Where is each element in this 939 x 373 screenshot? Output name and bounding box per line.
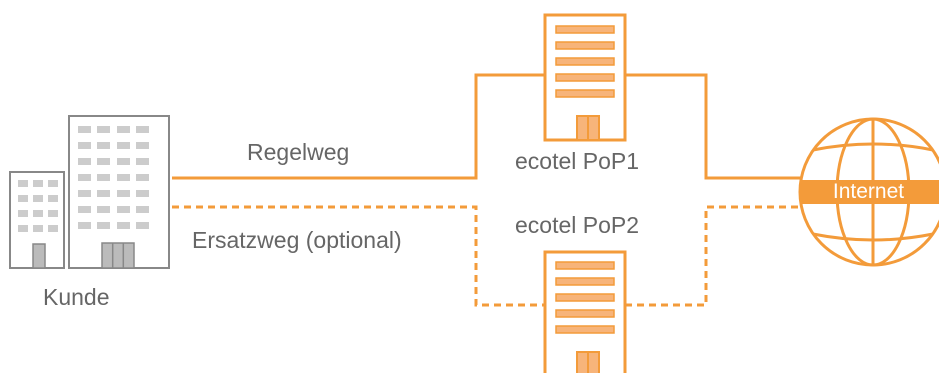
customer-label: Kunde bbox=[43, 284, 110, 310]
primary-path-label: Regelweg bbox=[247, 139, 350, 165]
customer-building-icon bbox=[9, 115, 170, 269]
pop2-server-icon bbox=[543, 250, 627, 373]
internet-label: Internet bbox=[832, 180, 905, 203]
primary-path-line bbox=[172, 73, 810, 180]
globe-icon bbox=[798, 117, 939, 267]
pop2-label: ecotel PoP2 bbox=[515, 212, 640, 238]
backup-path-label: Ersatzweg (optional) bbox=[192, 227, 402, 253]
pop1-server-icon bbox=[543, 13, 627, 142]
backup-path-line bbox=[172, 205, 810, 307]
pop1-label: ecotel PoP1 bbox=[515, 148, 640, 174]
